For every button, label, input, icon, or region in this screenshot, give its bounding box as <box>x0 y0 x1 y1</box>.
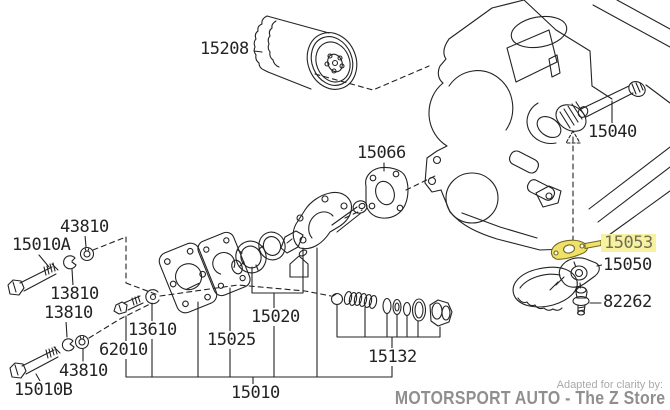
drive-spindle-drawing <box>555 81 646 132</box>
part-label-15050: 15050 <box>602 255 653 275</box>
part-label-15010B: 15010B <box>13 380 74 400</box>
filter-leader-line <box>253 50 263 53</box>
bolt-62010-drawing <box>113 295 144 315</box>
engine-block-drawing <box>424 0 670 251</box>
lock-washer-bottom-drawing <box>61 338 75 352</box>
footer-brand: MOTORSPORT AUTO - The Z Store <box>394 388 665 408</box>
part-label-62010: 62010 <box>98 340 149 360</box>
part-label-15208: 15208 <box>199 39 250 59</box>
regulator-valve-drawing <box>330 291 453 327</box>
washer-43810-bottom-drawing <box>74 334 90 350</box>
bolt-82262-drawing <box>572 286 602 316</box>
part-label-15053-highlighted: 15053 <box>601 234 656 252</box>
gear-set-drawing <box>231 230 309 278</box>
part-label-15010: 15010 <box>230 383 281 403</box>
part-label-13810-top: 13810 <box>49 284 100 304</box>
bolt-15010a-drawing <box>7 262 59 296</box>
shaft-key-drawing <box>289 255 309 278</box>
part-label-13610: 13610 <box>127 320 178 340</box>
part-label-13810-bottom: 13810 <box>43 303 94 323</box>
dashed-assembly-lines <box>88 65 582 339</box>
part-label-15040: 15040 <box>587 122 638 142</box>
gasket-15053-drawing <box>550 239 602 260</box>
bolt-15010b-drawing <box>9 346 61 379</box>
strainer-leader-line <box>596 264 603 267</box>
part-label-15066: 15066 <box>356 143 407 163</box>
part-label-43810-top: 43810 <box>59 217 110 237</box>
part-label-43810-bottom: 43810 <box>58 361 109 381</box>
washer-43810-top-drawing <box>79 246 95 262</box>
part-label-15132: 15132 <box>367 347 418 367</box>
part-label-82262: 82262 <box>602 292 653 312</box>
gasket-15066-drawing <box>365 162 409 219</box>
part-label-15010A: 15010A <box>11 235 72 255</box>
lock-washer-top-drawing <box>63 255 77 270</box>
part-label-15025: 15025 <box>206 330 257 350</box>
pump-body-drawing <box>292 191 368 250</box>
washer-13610-drawing <box>145 289 160 305</box>
pump-cover-drawing <box>158 242 218 314</box>
oil-strainer-drawing <box>512 257 603 311</box>
footer-credit: Adapted for clarity by: <box>556 379 663 391</box>
gasket-15053-leader-line <box>584 239 602 250</box>
part-label-15020: 15020 <box>250 307 301 327</box>
oil-filter-drawing <box>253 15 358 90</box>
